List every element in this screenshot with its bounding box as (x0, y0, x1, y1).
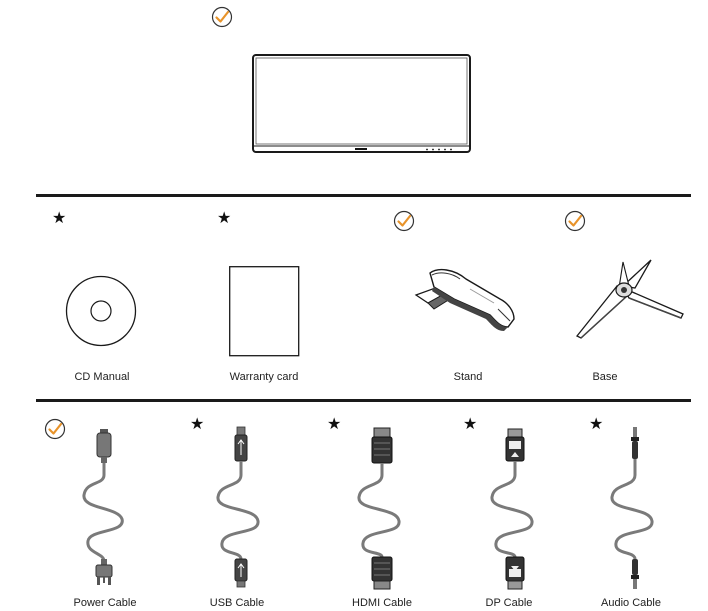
dp-cable-label: DP Cable (485, 597, 533, 609)
monitor-illustration (252, 54, 471, 153)
usb-cable-icon (216, 426, 260, 588)
dp-cable-icon (490, 428, 534, 590)
hdmi-cable-label: HDMI Cable (352, 597, 412, 609)
power-cable-check-icon (44, 418, 66, 440)
base-check-icon (564, 210, 586, 232)
audio-cable-label: Audio Cable (601, 597, 661, 609)
hdmi-cable-icon (357, 427, 401, 590)
cd-manual-label: CD Manual (74, 371, 130, 383)
warranty-card-label: Warranty card (229, 371, 299, 383)
usb-cable-star-icon: ★ (190, 416, 205, 433)
monitor-check-icon (211, 6, 233, 28)
dp-cable-star-icon: ★ (463, 416, 478, 433)
audio-cable-icon (610, 427, 654, 589)
audio-cable-star-icon: ★ (589, 416, 604, 433)
stand-illustration (414, 268, 515, 331)
power-cable-label: Power Cable (73, 597, 137, 609)
cd-disc-icon (65, 275, 137, 347)
usb-cable-label: USB Cable (209, 597, 265, 609)
cd-manual-star-icon: ★ (52, 210, 67, 227)
divider-middle (36, 399, 691, 402)
warranty-card-icon (229, 266, 300, 357)
power-cable-icon (82, 429, 124, 585)
base-illustration (575, 259, 684, 339)
base-label: Base (592, 371, 618, 383)
hdmi-cable-star-icon: ★ (327, 416, 342, 433)
divider-top (36, 194, 691, 197)
stand-label: Stand (453, 371, 483, 383)
stand-check-icon (393, 210, 415, 232)
warranty-card-star-icon: ★ (217, 210, 232, 227)
